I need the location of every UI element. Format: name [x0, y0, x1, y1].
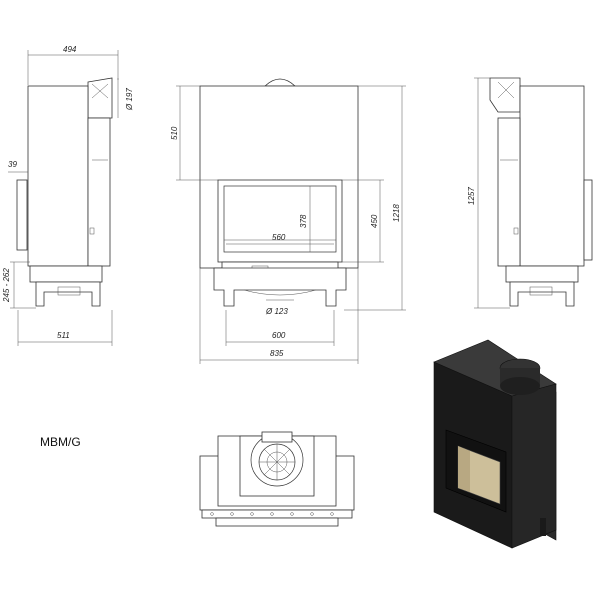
dim-side-offset: 39: [8, 160, 17, 169]
dim-side-width-top: 494: [63, 45, 77, 54]
dim-side-width-bottom: 511: [57, 331, 70, 340]
dim-front-top-height: 510: [170, 126, 179, 140]
front-view: 510 378 560 450 1218 Ø 123 600: [170, 78, 406, 364]
model-label: MBM/G: [40, 435, 81, 449]
side-view-left: 494 Ø 197 39 245 - 262 511: [2, 45, 134, 346]
dim-glass-width: 560: [272, 233, 286, 242]
fireplace-3d-render: [433, 339, 557, 549]
dim-total-height-side: 1257: [467, 187, 476, 205]
top-view: [199, 431, 355, 527]
dim-flue-diameter: Ø 197: [125, 88, 134, 111]
dim-door-height: 450: [370, 214, 379, 228]
dim-air-inlet-diameter: Ø 123: [265, 307, 288, 316]
dim-front-width-inner: 600: [272, 331, 286, 340]
dim-side-leg-height: 245 - 262: [2, 268, 11, 303]
dim-total-height-front: 1218: [392, 204, 401, 222]
dim-glass-height: 378: [299, 214, 308, 228]
dim-front-width-total: 835: [270, 349, 284, 358]
top-view-bolt-row: [210, 512, 334, 516]
side-view-right: 1257: [467, 77, 593, 309]
